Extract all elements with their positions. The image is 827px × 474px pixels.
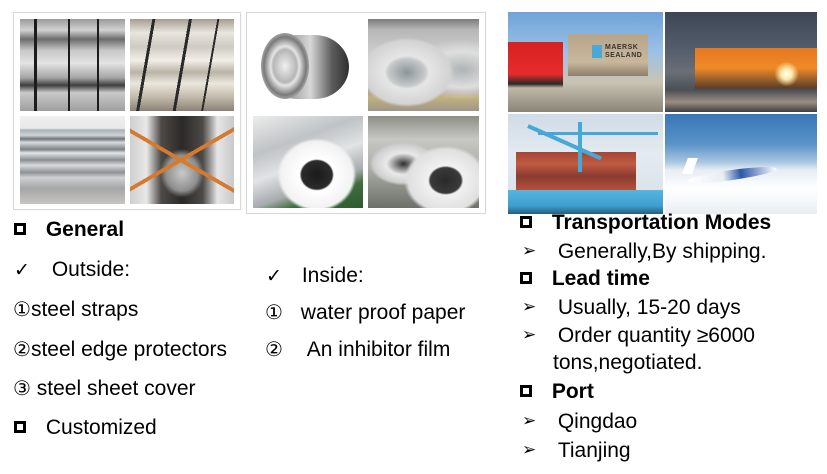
transport-photo-grid: MAERSK SEALAND <box>508 12 817 214</box>
customized-item: Customized <box>14 415 157 441</box>
port-item-qingdao: ➢ Qingdao <box>522 410 638 433</box>
circled-number-2: ② <box>13 339 31 361</box>
lead-time-item-2: ➢ Order quantity ≥6000 <box>522 324 755 347</box>
inside-item-2: ② An inhibitor film <box>265 338 451 361</box>
photo-bundled-sheets <box>20 19 125 111</box>
photo-coil-printed-paper <box>253 116 363 208</box>
general-heading: General <box>14 217 124 243</box>
photo-freight-train <box>665 12 817 112</box>
photo-coil-row <box>368 116 479 208</box>
photo-cargo-airplane <box>665 114 817 214</box>
crane-arm <box>527 124 602 161</box>
photo-sheet-bundles-labeled <box>130 19 234 111</box>
arrow-bullet-icon: ➢ <box>522 241 537 260</box>
transportation-heading: Transportation Modes <box>520 210 771 236</box>
square-bullet-icon <box>14 223 26 235</box>
inside-heading: ✓ Inside: <box>266 263 364 290</box>
plane-fuselage <box>686 163 778 187</box>
lead-time-heading: Lead time <box>520 266 650 292</box>
arrow-bullet-icon: ➢ <box>522 440 537 459</box>
coil-face <box>261 33 309 99</box>
crane-beam <box>538 132 658 135</box>
square-bullet-icon <box>520 216 532 228</box>
check-icon: ✓ <box>14 260 30 281</box>
port-heading: Port <box>520 379 594 405</box>
crane-tower <box>578 122 582 172</box>
lead-time-item-2-continued: tons,negotiated. <box>553 351 703 374</box>
photo-single-coil <box>253 19 363 111</box>
arrow-bullet-icon: ➢ <box>522 325 537 344</box>
circled-number-1: ① <box>265 302 283 324</box>
outside-item-1: ①steel straps <box>13 298 139 321</box>
outside-heading: ✓ Outside: <box>14 257 130 284</box>
transportation-item-1: ➢ Generally,By shipping. <box>522 240 767 263</box>
outside-item-3: ③ steel sheet cover <box>13 377 196 400</box>
port-item-tianjing: ➢ Tianjing <box>522 439 631 462</box>
photo-container-loading <box>130 116 234 204</box>
arrow-bullet-icon: ➢ <box>522 297 537 316</box>
photo-coils-warehouse <box>368 19 479 111</box>
photo-container-truck: MAERSK SEALAND <box>508 12 663 112</box>
coil-packing-photo-grid <box>246 12 486 214</box>
plane-tail <box>682 158 698 174</box>
square-bullet-icon <box>520 385 532 397</box>
lead-time-item-1: ➢ Usually, 15-20 days <box>522 296 741 319</box>
container-brand-text: MAERSK SEALAND <box>605 44 643 59</box>
inside-item-1: ① water proof paper <box>265 301 466 324</box>
circled-number-1: ① <box>13 299 31 321</box>
circled-number-3: ③ <box>13 378 31 400</box>
photo-container-ship <box>508 114 663 214</box>
photo-stacked-sheets <box>20 116 125 204</box>
sheet-packing-photo-grid <box>13 12 241 210</box>
circled-number-2: ② <box>265 339 283 361</box>
square-bullet-icon <box>520 272 532 284</box>
check-icon: ✓ <box>266 266 282 287</box>
outside-item-2: ②steel edge protectors <box>13 338 228 361</box>
square-bullet-icon <box>14 421 26 433</box>
arrow-bullet-icon: ➢ <box>522 411 537 430</box>
star-logo-icon <box>592 45 602 58</box>
